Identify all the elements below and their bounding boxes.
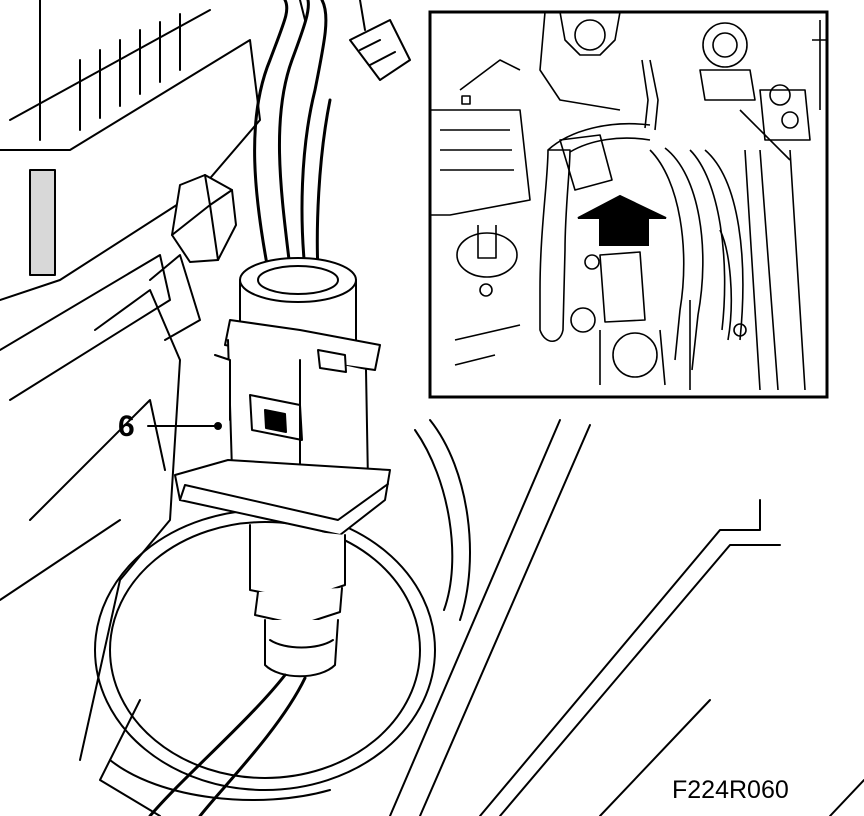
engine-block [0, 0, 411, 401]
hex-bolt [149, 174, 237, 341]
wire-harness [253, 0, 332, 274]
callout-label: 6 [118, 410, 135, 443]
lower-cable [148, 673, 307, 816]
inset-detail-view [428, 10, 829, 399]
mounting-bracket [0, 289, 181, 816]
up-arrow-icon [577, 194, 667, 246]
electrical-connector [174, 257, 391, 678]
block-plug [29, 169, 56, 276]
frame-rails [389, 419, 864, 816]
figure-id: F224R060 [672, 776, 789, 804]
callout-leader [147, 422, 222, 430]
